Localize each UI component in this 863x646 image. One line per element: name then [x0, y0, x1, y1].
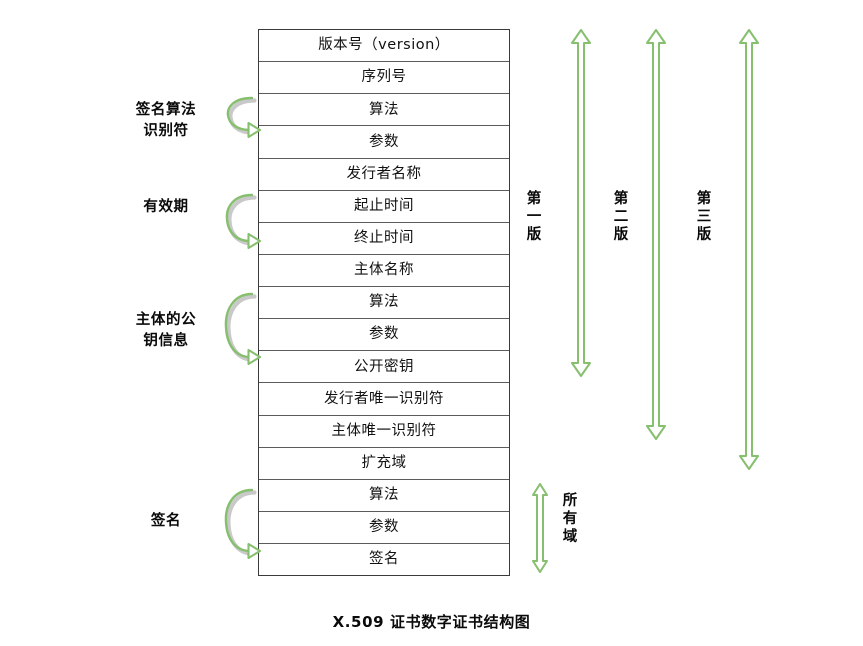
curved-brace-arrow-icon-validity	[219, 188, 263, 250]
version-label-3: 第三版	[696, 191, 712, 244]
cert-field-pubkey-algorithm: 算法	[259, 287, 509, 320]
all-fields-span-arrow-icon	[531, 482, 549, 574]
cert-field-sigalg-algorithm: 算法	[259, 94, 509, 127]
version-label-2: 第二版	[613, 191, 629, 244]
version-label-1: 第一版	[526, 191, 542, 244]
diagram-caption: X.509 证书数字证书结构图	[332, 613, 531, 631]
cert-field-extensions: 扩充域	[259, 448, 509, 480]
cert-field-serial-number: 序列号	[259, 62, 509, 95]
cert-field-subject-name: 主体名称	[259, 255, 509, 287]
curved-brace-arrow-icon-signature-algorithm	[219, 92, 263, 139]
cert-field-validity-not-before: 起止时间	[259, 191, 509, 223]
cert-field-signature-value: 签名	[369, 551, 399, 568]
cert-field-pubkey-parameters: 参数	[259, 319, 509, 352]
group-label-subject-public-key-info: 主体的公钥信息	[135, 312, 197, 350]
cert-field-signature-algorithm: 算法	[259, 480, 509, 512]
group-label-validity-period: 有效期	[143, 199, 189, 215]
all-fields-label: 所有域	[562, 493, 578, 546]
cert-field-version: 版本号（version）	[259, 30, 509, 63]
group-label-signature: 签名	[150, 513, 182, 529]
cert-field-signature-parameters: 参数	[259, 512, 509, 544]
cert-field-subject-unique-id: 主体唯一识别符	[259, 416, 509, 448]
group-label-signature-algorithm-identifier: 签名算法识别符	[135, 102, 197, 140]
curved-brace-arrow-icon-public-key-info	[219, 286, 263, 368]
cert-field-issuer-name: 发行者名称	[259, 159, 509, 191]
version-span-arrow-icon-2	[645, 27, 667, 442]
curved-brace-arrow-icon-signature	[219, 482, 263, 562]
cert-field-public-key: 公开密钥	[259, 351, 509, 384]
cert-field-validity-not-after: 终止时间	[259, 223, 509, 255]
cert-field-sigalg-parameters: 参数	[259, 126, 509, 159]
cert-field-issuer-unique-id: 发行者唯一识别符	[259, 383, 509, 416]
certificate-structure-table: 版本号（version） 序列号 算法 参数 发行者名称 起止时间 终止时间 主…	[258, 29, 510, 576]
version-span-arrow-icon-3	[738, 27, 760, 472]
version-span-arrow-icon-1	[570, 27, 592, 379]
